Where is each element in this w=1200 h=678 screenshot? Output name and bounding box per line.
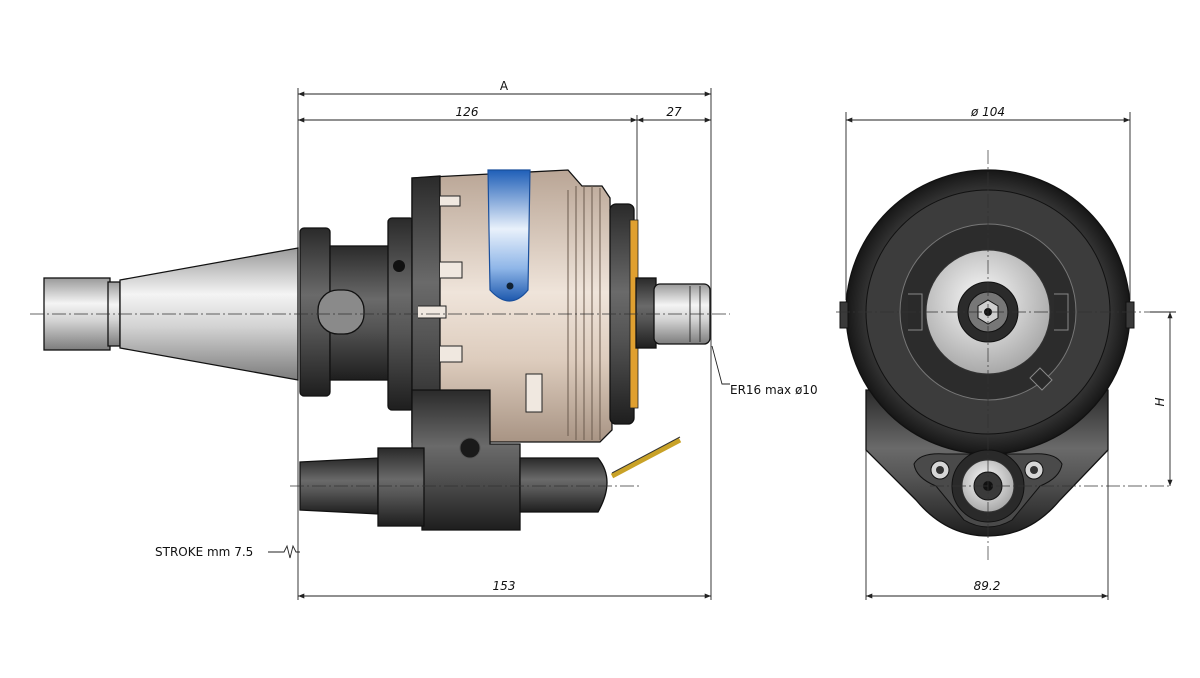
side-dimensions: A 126 27 153 ER16 max ø10 STROKE mm 7.5 <box>155 79 818 599</box>
stop-rod-body <box>377 447 425 527</box>
blue-band <box>487 169 531 302</box>
flange-slot <box>317 289 365 335</box>
stroke-label: STROKE mm 7.5 <box>155 545 253 559</box>
side-view <box>30 88 730 600</box>
dim-body-length: 126 <box>456 105 479 119</box>
dim-offset-height: H <box>1153 397 1167 406</box>
cable <box>610 437 682 479</box>
nose-neck <box>635 277 657 349</box>
dim-overall-length: A <box>500 79 509 93</box>
collet-label: ER16 max ø10 <box>730 383 818 397</box>
dim-nose-length: 27 <box>666 105 682 119</box>
dim-total-width: 153 <box>493 579 516 593</box>
front-dimensions: ø 104 89.2 H <box>846 105 1176 599</box>
dim-base-width: 89.2 <box>974 579 1001 593</box>
front-view <box>836 112 1170 600</box>
housing-rings <box>567 186 601 440</box>
set-screw <box>393 260 405 272</box>
dim-diameter: ø 104 <box>970 105 1005 119</box>
stop-sleeve <box>519 457 608 513</box>
blue-band-screw <box>506 282 514 290</box>
stop-screw <box>459 437 481 459</box>
housing-slots <box>418 195 543 413</box>
